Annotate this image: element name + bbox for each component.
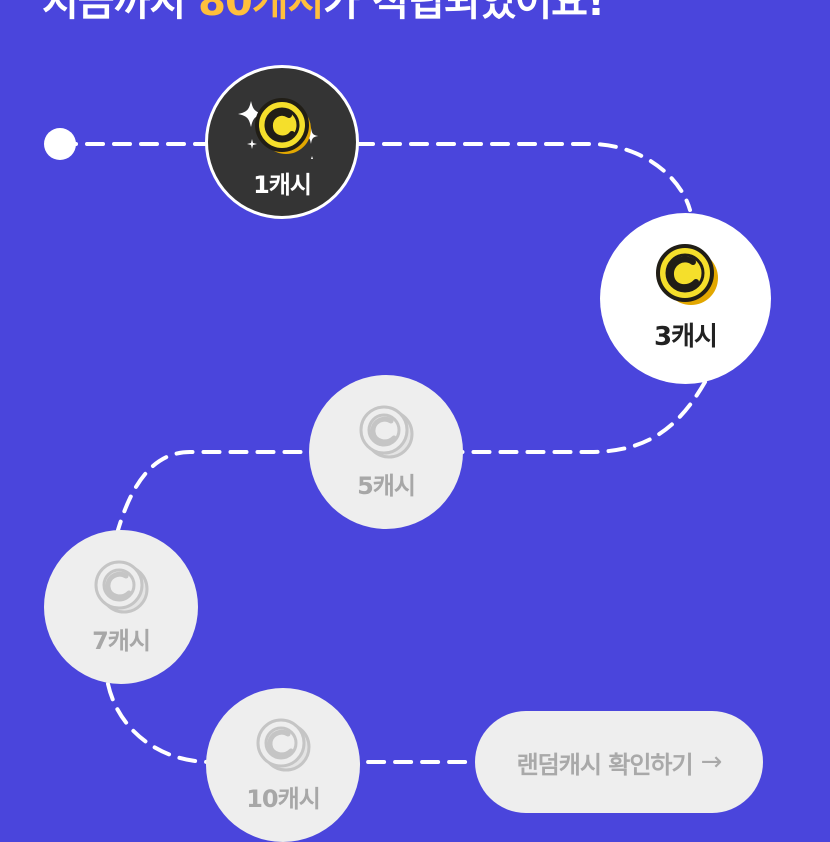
title-suffix: 가 적립되었어요! [323, 0, 605, 25]
title-prefix: 지금까지 [42, 0, 199, 25]
cash-total-title: 지금까지 80캐시가 적립되었어요! [42, 0, 605, 26]
reward-1-cash-received[interactable]: 1캐시 [205, 65, 359, 219]
title-cash-amount: 80캐시 [198, 0, 324, 25]
reward-amount: 5캐시 [357, 471, 416, 500]
reward-amount: 10캐시 [246, 784, 321, 813]
reward-7-cash-locked[interactable]: 7캐시 [44, 530, 198, 684]
cash-coin-icon [655, 244, 718, 305]
reward-10-cash-locked[interactable]: 10캐시 [206, 688, 360, 842]
reward-amount: 7캐시 [92, 626, 151, 655]
reward-5-cash-locked[interactable]: 5캐시 [309, 375, 463, 529]
locked-cash-coin-icon [256, 718, 311, 771]
random-cash-button-label: 랜덤캐시 확인하기 [516, 750, 694, 779]
locked-cash-coin-icon [359, 405, 414, 458]
random-cash-check-button[interactable]: 랜덤캐시 확인하기 → [475, 711, 763, 813]
reward-amount: 3캐시 [654, 322, 718, 352]
locked-cash-coin-icon [94, 560, 149, 613]
sparkling-cash-coin-icon [238, 97, 318, 159]
reward-amount: 1캐시 [253, 170, 312, 199]
start-dot [44, 128, 76, 160]
right-arrow-icon: → [700, 747, 723, 777]
reward-3-cash-available[interactable]: 3캐시 [600, 213, 771, 384]
